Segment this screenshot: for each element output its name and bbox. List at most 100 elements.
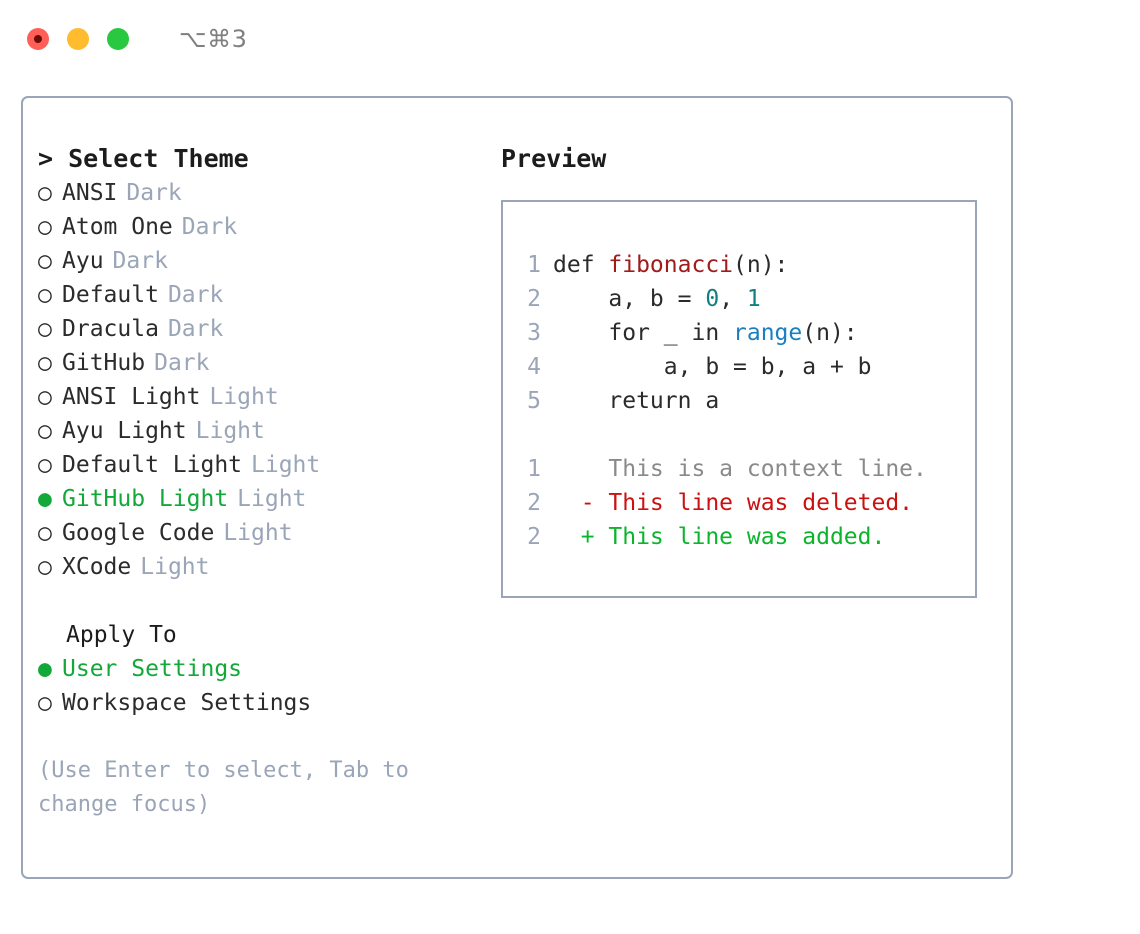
title-bar: ⌥⌘3 <box>0 0 1140 78</box>
code-token-plain: for _ in <box>553 320 734 346</box>
section-spacer <box>38 584 478 618</box>
zoom-button[interactable] <box>107 28 129 50</box>
theme-option-ayu-light[interactable]: ○ Ayu Light Light <box>38 414 478 448</box>
theme-option-default[interactable]: ○ Default Dark <box>38 278 478 312</box>
code-token-plain: return a <box>553 388 720 414</box>
code-token-plain: def <box>553 252 609 278</box>
minimize-button[interactable] <box>67 28 89 50</box>
apply-to-option-label: User Settings <box>62 656 243 682</box>
keyboard-shortcut-label: ⌥⌘3 <box>179 25 248 53</box>
theme-option-variant-tag: Dark <box>126 180 182 206</box>
theme-option-default-light[interactable]: ○ Default Light Light <box>38 448 478 482</box>
code-token-builtin: range <box>733 320 803 346</box>
theme-option-variant-tag: Light <box>223 520 293 546</box>
theme-option-variant-tag: Dark <box>167 282 224 308</box>
radio-unselected-icon: ○ <box>38 520 52 546</box>
apply-to-heading: Apply To <box>66 622 177 648</box>
code-line-text: a, b = b, a + b <box>553 350 872 384</box>
diff-line-number: 1 <box>527 456 541 482</box>
theme-option-variant-tag: Light <box>195 418 265 444</box>
diff-line-ctx: 1 This is a context line. <box>517 452 927 486</box>
radio-unselected-icon: ○ <box>38 316 52 342</box>
theme-option-variant-tag: Light <box>237 486 307 512</box>
keyboard-hint: (Use Enter to select, Tab to change focu… <box>38 758 423 817</box>
diff-line-number: 2 <box>527 490 541 516</box>
theme-option-label: GitHub <box>62 350 146 376</box>
code-line-number: 2 <box>527 286 541 312</box>
radio-unselected-icon: ○ <box>38 282 52 308</box>
code-line: 2 a, b = 0, 1 <box>517 282 927 316</box>
code-line-text: return a <box>553 384 719 418</box>
theme-option-label: Dracula <box>62 316 159 342</box>
theme-option-label: Ayu Light <box>62 418 187 444</box>
diff-line-text: - This line was deleted. <box>553 490 914 516</box>
theme-option-variant-tag: Light <box>140 554 210 580</box>
theme-option-variant-tag: Dark <box>181 214 238 240</box>
code-token-plain: (n): <box>733 252 789 278</box>
theme-option-github[interactable]: ○ GitHub Dark <box>38 346 478 380</box>
radio-unselected-icon: ○ <box>38 452 52 478</box>
radio-unselected-icon: ○ <box>38 690 52 716</box>
theme-option-label: Atom One <box>62 214 173 240</box>
code-line: 1 def fibonacci(n): <box>517 248 927 282</box>
apply-to-option-label: Workspace Settings <box>62 690 312 716</box>
code-line-text: a, b = 0, 1 <box>553 282 760 316</box>
code-line-text: def fibonacci(n): <box>553 248 788 282</box>
diff-line-del: 2 - This line was deleted. <box>517 486 927 520</box>
theme-option-label: XCode <box>62 554 132 580</box>
code-line-text: for _ in range(n): <box>553 316 857 350</box>
theme-option-google-code[interactable]: ○ Google Code Light <box>38 516 478 550</box>
window-controls <box>27 28 129 50</box>
diff-line-add: 2 + This line was added. <box>517 520 927 554</box>
theme-option-github-light[interactable]: ● GitHub Light Light <box>38 482 478 516</box>
code-token-num: 0 <box>705 286 720 312</box>
theme-option-dracula[interactable]: ○ Dracula Dark <box>38 312 478 346</box>
radio-unselected-icon: ○ <box>38 180 52 206</box>
theme-option-variant-tag: Dark <box>154 350 210 376</box>
theme-option-variant-tag: Light <box>209 384 279 410</box>
preview-heading: Preview <box>501 144 607 173</box>
apply-to-list[interactable]: ● User Settings ○ Workspace Settings <box>38 652 478 720</box>
theme-option-label: Default <box>62 282 159 308</box>
diff-line-number: 2 <box>527 524 541 550</box>
theme-option-label: ANSI <box>62 180 118 206</box>
theme-option-xcode[interactable]: ○ XCode Light <box>38 550 478 584</box>
diff-line-text: This is a context line. <box>553 456 927 482</box>
record-dot-icon <box>34 35 42 43</box>
code-line-number: 1 <box>527 252 541 278</box>
theme-option-label: Ayu <box>62 248 104 274</box>
theme-option-ansi-light[interactable]: ○ ANSI Light Light <box>38 380 478 414</box>
radio-unselected-icon: ○ <box>38 554 52 580</box>
code-line-number: 3 <box>527 320 541 346</box>
theme-option-label: GitHub Light <box>62 486 229 512</box>
code-line-number: 5 <box>527 388 541 414</box>
theme-option-variant-tag: Dark <box>167 316 224 342</box>
radio-unselected-icon: ○ <box>38 350 52 376</box>
radio-selected-icon: ● <box>38 486 52 512</box>
theme-option-label: Default Light <box>62 452 243 478</box>
apply-to-option-workspace-settings[interactable]: ○ Workspace Settings <box>38 686 478 720</box>
code-token-plain: , <box>719 286 747 312</box>
radio-unselected-icon: ○ <box>38 418 52 444</box>
theme-option-label: Google Code <box>62 520 215 546</box>
code-token-plain: a, b = <box>553 286 706 312</box>
theme-option-variant-tag: Dark <box>112 248 168 274</box>
theme-option-ansi[interactable]: ○ ANSI Dark <box>38 176 478 210</box>
apply-to-option-user-settings[interactable]: ● User Settings <box>38 652 478 686</box>
radio-selected-icon: ● <box>38 656 52 682</box>
theme-option-label: ANSI Light <box>62 384 201 410</box>
code-token-plain: a, b = b, a + b <box>553 354 872 380</box>
radio-unselected-icon: ○ <box>38 384 52 410</box>
theme-option-variant-tag: Light <box>251 452 321 478</box>
close-button[interactable] <box>27 28 49 50</box>
